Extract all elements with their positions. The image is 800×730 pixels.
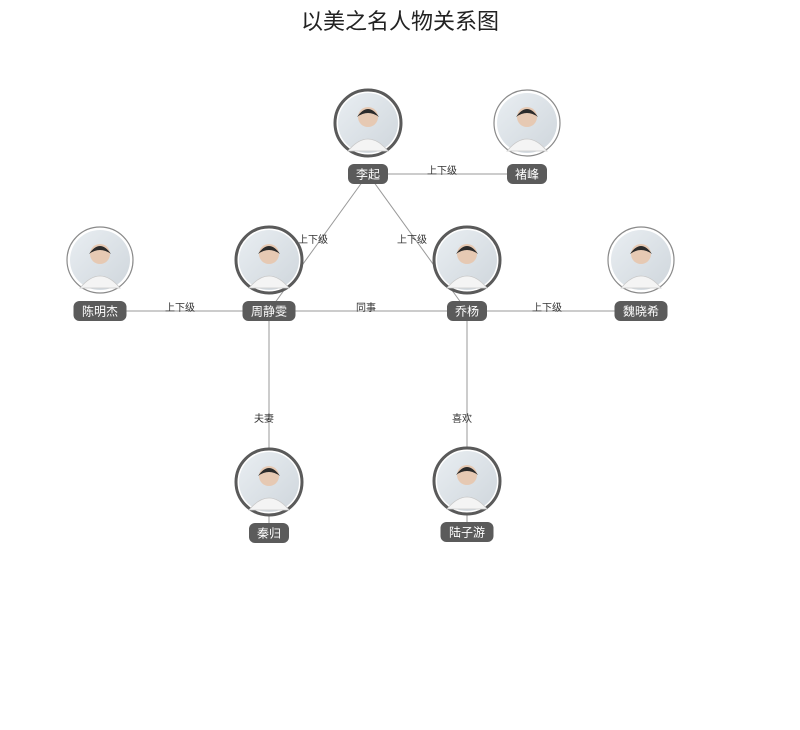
edge-label: 上下级	[532, 302, 562, 314]
node-name: 陈明杰	[82, 304, 118, 319]
node-chufeng[interactable]: 褚峰	[493, 89, 561, 184]
node-zhoujingwen[interactable]: 周静雯	[234, 225, 304, 321]
node-name: 李起	[356, 167, 380, 182]
edge-label: 上下级	[298, 234, 328, 246]
node-name: 乔杨	[455, 304, 479, 319]
node-name: 陆子游	[449, 525, 485, 540]
node-label-pill	[249, 523, 289, 543]
portrait-body-icon	[446, 275, 488, 289]
portrait-hair-icon	[89, 246, 111, 254]
node-label-pill	[73, 301, 127, 321]
edge-label: 夫妻	[254, 412, 274, 425]
node-liqi[interactable]: 李起	[333, 88, 403, 184]
portrait-body-icon	[506, 138, 548, 152]
node-label-pill	[507, 164, 547, 184]
portrait-hair-icon	[456, 246, 478, 254]
node-label-pill	[440, 522, 494, 542]
node-name: 秦归	[257, 527, 281, 541]
node-name: 褚峰	[515, 168, 539, 182]
portrait-body-icon	[79, 275, 121, 289]
node-qingui[interactable]: 秦归	[234, 447, 304, 543]
portrait-body-icon	[248, 275, 290, 289]
portrait-hair-icon	[630, 246, 652, 254]
node-luziyou[interactable]: 陆子游	[432, 446, 502, 542]
edge-label: 上下级	[397, 234, 427, 246]
node-chenmingjie[interactable]: 陈明杰	[66, 226, 134, 321]
portrait-body-icon	[620, 275, 662, 289]
diagram-title: 以美之名人物关系图	[300, 10, 499, 35]
edge-label: 同事	[356, 301, 376, 314]
portrait-body-icon	[446, 496, 488, 510]
portrait-hair-icon	[456, 467, 478, 475]
portrait-body-icon	[347, 138, 389, 152]
portrait-body-icon	[248, 497, 290, 511]
portrait-hair-icon	[516, 109, 538, 117]
node-label-pill	[348, 164, 388, 184]
node-label-pill	[614, 301, 668, 321]
node-qiaoyang[interactable]: 乔杨	[432, 225, 502, 321]
node-label-pill	[447, 301, 487, 321]
portrait-hair-icon	[258, 468, 280, 476]
node-name: 魏晓希	[623, 304, 659, 319]
portrait-hair-icon	[357, 109, 379, 117]
edge-label: 喜欢	[452, 412, 472, 425]
node-label-pill	[242, 301, 296, 321]
node-name: 周静雯	[251, 305, 287, 319]
node-weixiaoxi[interactable]: 魏晓希	[607, 226, 675, 321]
edge-label: 上下级	[165, 302, 195, 314]
portrait-hair-icon	[258, 246, 280, 254]
edge-label: 上下级	[427, 165, 457, 177]
